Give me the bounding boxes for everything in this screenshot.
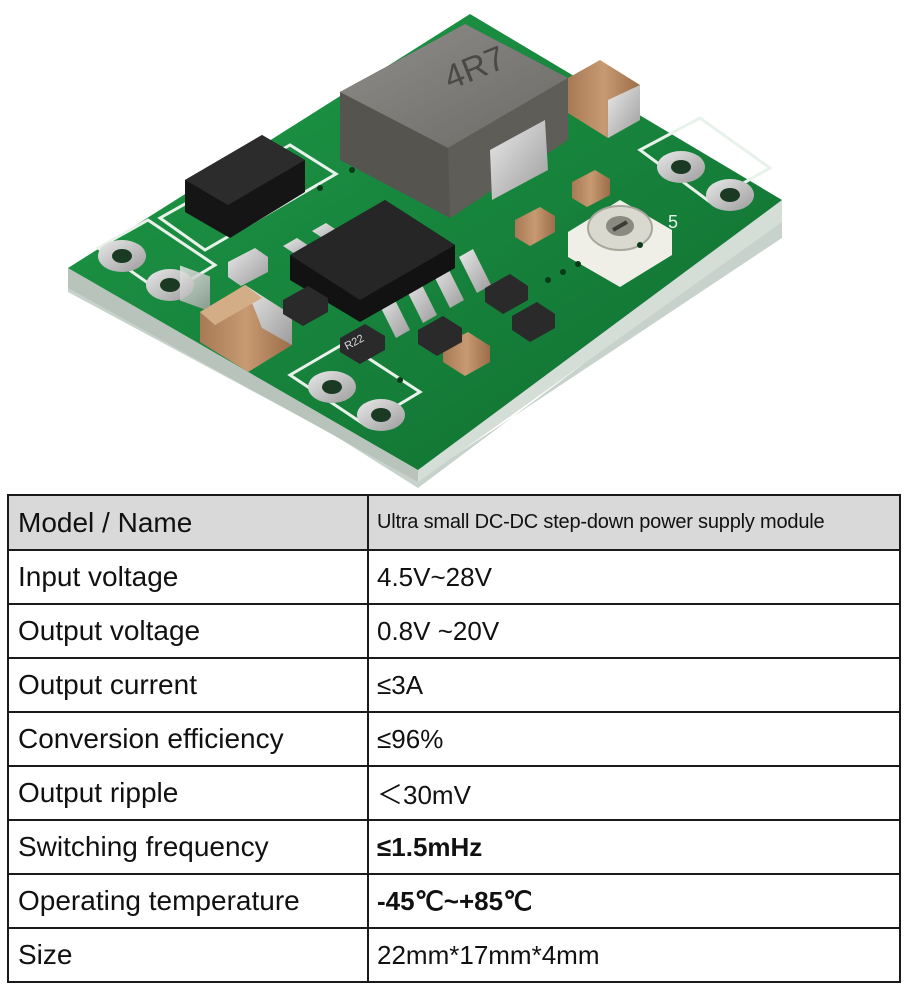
spec-value: -45℃~+85℃ — [367, 873, 901, 929]
spec-label: Input voltage — [7, 549, 369, 605]
spec-label: Operating temperature — [7, 873, 369, 929]
table-row: Size 22mm*17mm*4mm — [7, 927, 901, 983]
table-row: Conversion efficiency ≤96% — [7, 711, 901, 767]
ic-chip — [283, 200, 491, 338]
output-pads — [657, 151, 754, 211]
spec-value: ≤3A — [367, 657, 901, 713]
product-photo: 4R7 R22 — [68, 14, 782, 488]
spec-label: Output voltage — [7, 603, 369, 659]
spec-value: 0.8V ~20V — [367, 603, 901, 659]
resistors: R22 — [228, 248, 555, 364]
vias — [317, 167, 643, 383]
spec-value: Ultra small DC-DC step-down power supply… — [367, 494, 901, 551]
table-row: Input voltage 4.5V~28V — [7, 549, 901, 605]
spec-label: Output current — [7, 657, 369, 713]
spec-value: ＜30mV — [367, 765, 901, 821]
table-row: Switching frequency ≤1.5mHz — [7, 819, 901, 875]
diode — [180, 135, 305, 312]
table-row: Model / Name Ultra small DC-DC step-down… — [7, 494, 901, 551]
table-row: Output current ≤3A — [7, 657, 901, 713]
spec-value: ≤96% — [367, 711, 901, 767]
spec-value: 22mm*17mm*4mm — [367, 927, 901, 983]
spec-label: Output ripple — [7, 765, 369, 821]
table-row: Output voltage 0.8V ~20V — [7, 603, 901, 659]
trimmer-potentiometer: 5 — [568, 200, 678, 287]
spec-table: Model / Name Ultra small DC-DC step-down… — [7, 494, 901, 983]
capacitor-small-3 — [572, 170, 610, 207]
table-row: Output ripple ＜30mV — [7, 765, 901, 821]
capacitor-small-2 — [515, 207, 555, 246]
trimmer-marking: 5 — [668, 212, 678, 232]
spec-label: Size — [7, 927, 369, 983]
spec-label: Conversion efficiency — [7, 711, 369, 767]
capacitor-top-right — [568, 60, 640, 138]
spec-value: ≤1.5mHz — [367, 819, 901, 875]
bottom-pads — [308, 371, 405, 431]
inductor: 4R7 — [340, 24, 568, 218]
capacitor-left — [200, 285, 292, 372]
spec-label: Switching frequency — [7, 819, 369, 875]
spec-value: 4.5V~28V — [367, 549, 901, 605]
spec-label: Model / Name — [7, 494, 369, 551]
table-row: Operating temperature -45℃~+85℃ — [7, 873, 901, 929]
